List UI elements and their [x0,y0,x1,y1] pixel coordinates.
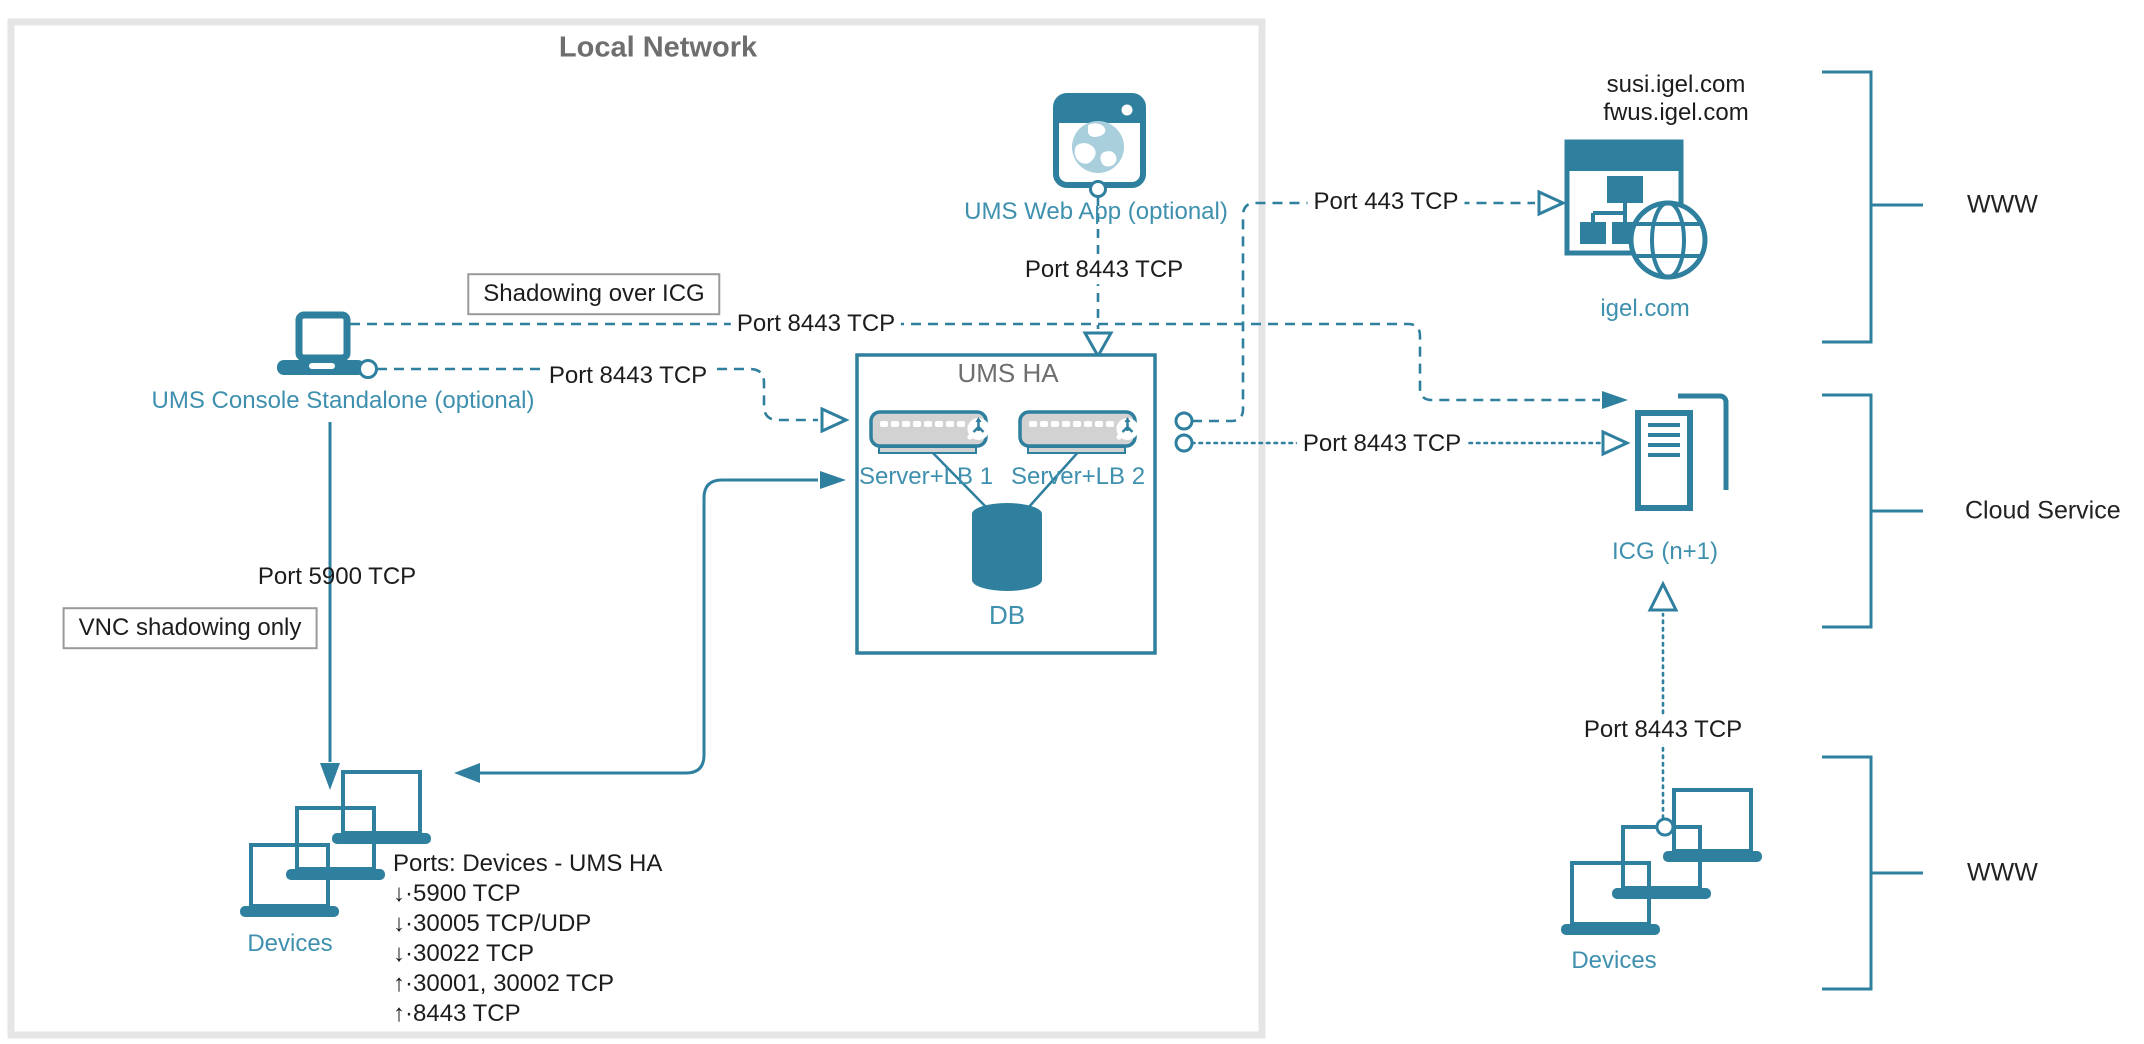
vnc-shadowing-label: VNC shadowing only [62,607,318,649]
ums-ha-title: UMS HA [957,358,1059,389]
ports-list: Ports: Devices - UMS HA ↓·5900 TCP ↓·300… [393,849,662,1029]
globe-glyph [1072,121,1124,173]
edge-shadowing-icg [350,322,1600,402]
globe-outline-glyph [1628,200,1708,280]
port-5900-label: Port 5900 TCP [257,563,417,591]
port-8443-webapp-label: Port 8443 TCP [1018,256,1190,284]
igel-domain-1: susi.igel.com [1606,71,1746,99]
zone-www-bottom: WWW [1967,858,2038,887]
server2-db-line [1027,449,1081,509]
arrowhead-open-igel [1537,189,1567,217]
igel-com-icon [1564,139,1708,280]
ums-console-label: UMS Console Standalone (optional) [151,387,535,415]
arrowhead-open-umsha-left [820,406,850,434]
icg-label: ICG (n+1) [1611,538,1719,566]
icg-icon [1635,393,1729,511]
port-8443-ums-icg-label: Port 8443 TCP [1296,430,1468,458]
ports-list-item: ↑·30001, 30002 TCP [393,970,615,997]
arrowhead-open-icg [1601,429,1631,457]
laptop-console-icon [277,311,378,379]
edge-umsha-igel [1192,201,1535,423]
local-network-title: Local Network [558,31,758,64]
connector-circle-bottom [1174,433,1194,453]
bracket-cloud-service [1822,393,1923,629]
devices-remote-icon [1561,788,1762,935]
arrowhead-open-umsha-top [1082,331,1114,360]
devices-local-label: Devices [247,930,333,958]
zone-cloud-service: Cloud Service [1965,496,2121,525]
port-8443-devices-icg-label: Port 8443 TCP [1577,716,1749,744]
arrowhead-filled-icg [1602,391,1628,409]
edge-devices-umsha [479,478,818,775]
server-lb1-icon [869,410,990,454]
igel-domain-2: fwus.igel.com [1603,99,1749,127]
bracket-www-bottom [1822,755,1923,991]
ports-list-title: Ports: Devices - UMS HA [393,850,663,877]
ports-list-item: ↓·30005 TCP/UDP [393,910,592,937]
edge-console-umsha [377,367,818,422]
zone-www-top: WWW [1967,190,2038,219]
server-lb2-icon [1018,410,1139,454]
connector-circle-devices [1655,817,1675,837]
arrowhead-filled-devices [320,763,340,790]
db-label: DB [988,600,1026,631]
port-443-label: Port 443 TCP [1307,188,1465,216]
server-lb2-label: Server+LB 2 [1010,463,1146,491]
port-8443-shadowing-label: Port 8443 TCP [730,310,902,338]
web-app-icon [1053,93,1146,198]
devices-local-icon [240,770,431,917]
ports-list-item: ↓·30022 TCP [393,940,534,967]
server1-db-line [929,449,988,509]
arrowhead-filled-devices-left [454,763,480,783]
ums-web-app-label: UMS Web App (optional) [964,198,1228,226]
port-8443-console-ums-label: Port 8443 TCP [542,362,714,390]
ports-list-item: ↓·5900 TCP [393,880,521,907]
devices-remote-label: Devices [1571,947,1657,975]
shadowing-over-icg-label: Shadowing over ICG [467,273,721,315]
arrowhead-filled-umsha-right [820,471,846,489]
connector-circle-top [1174,411,1194,431]
server-lb1-label: Server+LB 1 [858,463,994,491]
zone-brackets [1822,70,1923,991]
igel-com-label: igel.com [1600,295,1690,323]
bracket-www-top [1822,70,1923,344]
arrowhead-open-icg-up [1647,580,1679,612]
db-icon [972,503,1042,591]
ports-list-item: ↑·8443 TCP [393,1000,521,1027]
local-network-frame [7,18,1266,1039]
